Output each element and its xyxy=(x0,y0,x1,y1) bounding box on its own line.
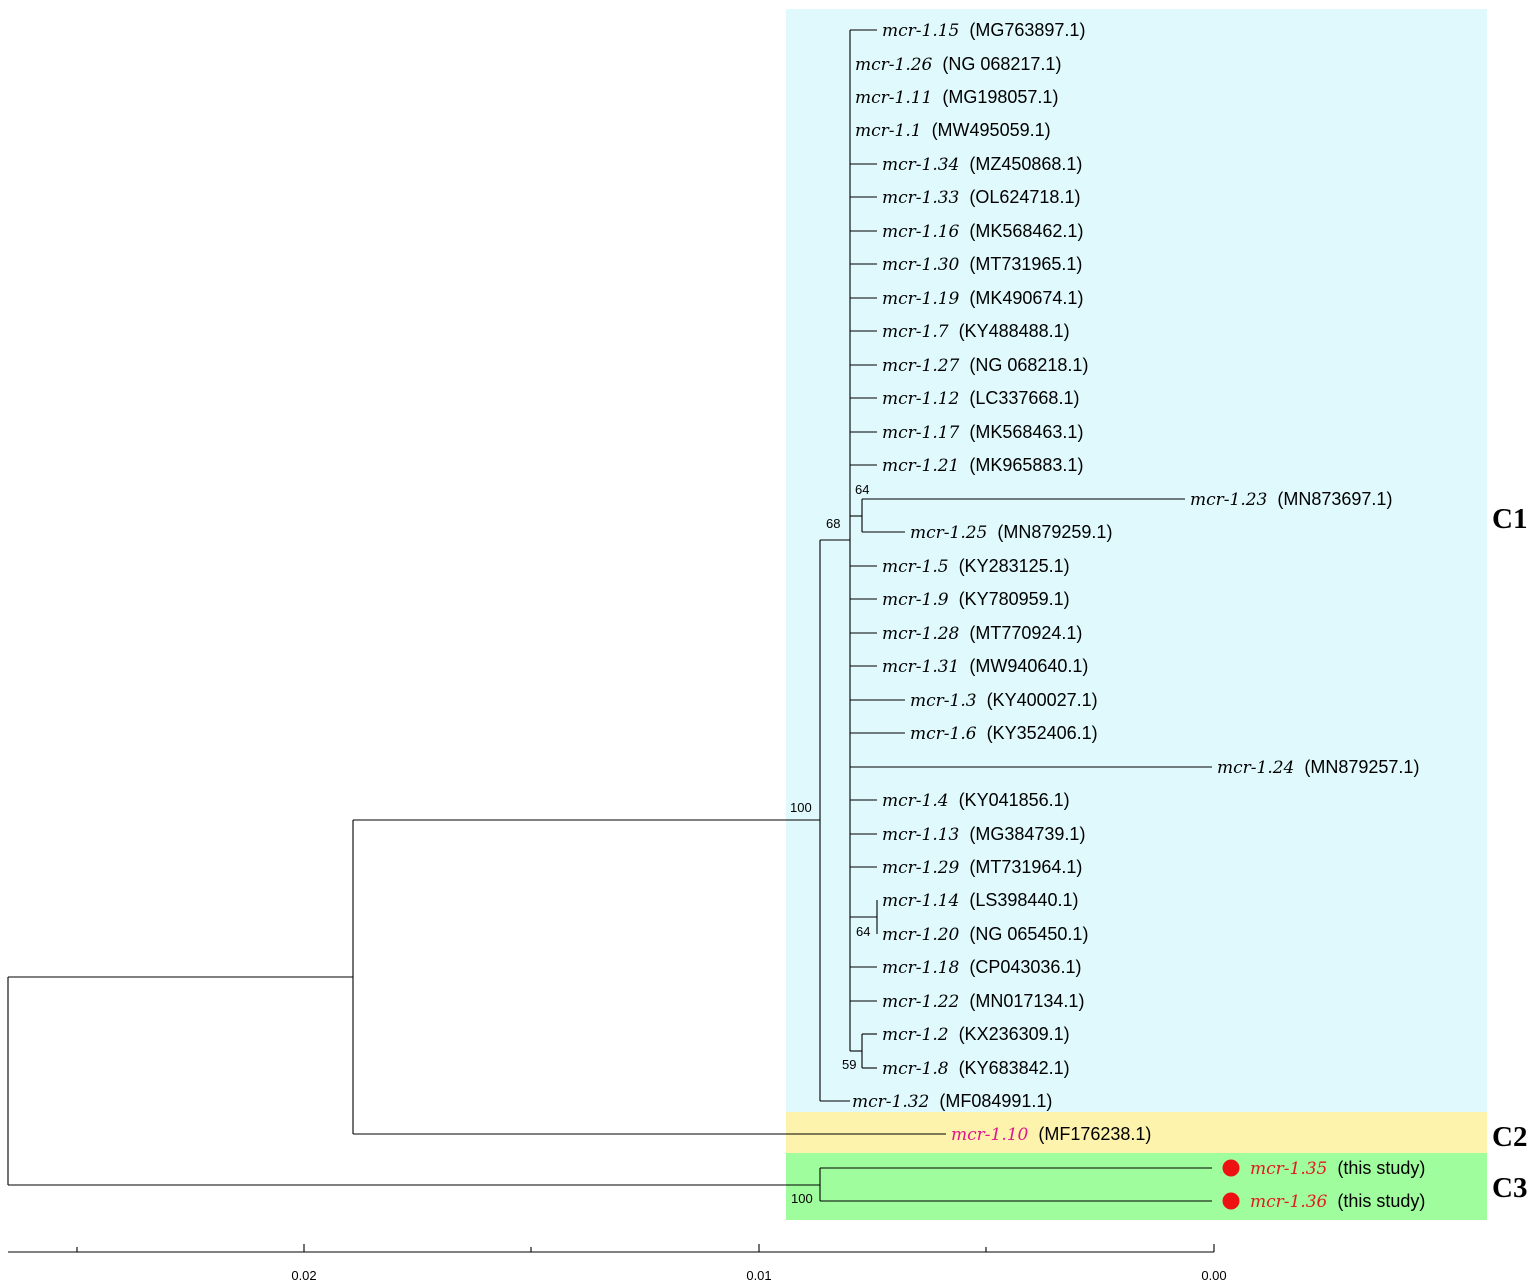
leaf-name-mcr-1-32: mcr-1.32 xyxy=(852,1092,929,1112)
leaf-accession-mcr-1-24: (MN879257.1) xyxy=(1304,757,1419,777)
leaf-accession-mcr-1-4: (KY041856.1) xyxy=(959,790,1070,810)
leaf-name-mcr-1-31: mcr-1.31 xyxy=(882,657,959,677)
support-value-main-polytomy: 68 xyxy=(826,516,840,531)
leaf-name-mcr-1-8: mcr-1.8 xyxy=(882,1059,949,1079)
scale-axis-tick-label: 0.00 xyxy=(1201,1268,1226,1283)
leaf-accession-mcr-1-8: (KY683842.1) xyxy=(959,1058,1070,1078)
leaf-accession-mcr-1-20: (NG 065450.1) xyxy=(969,924,1088,944)
leaf-accession-mcr-1-7: (KY488488.1) xyxy=(959,321,1070,341)
leaf-name-mcr-1-20: mcr-1.20 xyxy=(882,925,960,945)
leaf-accession-mcr-1-32: (MF084991.1) xyxy=(939,1091,1052,1111)
leaf-name-mcr-1-18: mcr-1.18 xyxy=(882,958,960,978)
leaf-name-mcr-1-19: mcr-1.19 xyxy=(882,289,960,309)
support-value-mcr-1-23-mcr-1-25: 64 xyxy=(855,482,869,497)
leaf-accession-mcr-1-1: (MW495059.1) xyxy=(932,120,1051,140)
leaf-accession-mcr-1-35: (this study) xyxy=(1337,1158,1425,1178)
leaf-accession-mcr-1-16: (MK568462.1) xyxy=(969,221,1083,241)
leaf-name-mcr-1-29: mcr-1.29 xyxy=(882,858,960,878)
c3-background xyxy=(786,1153,1487,1220)
leaf-name-mcr-1-26: mcr-1.26 xyxy=(855,55,933,75)
leaf-name-mcr-1-3: mcr-1.3 xyxy=(910,691,977,711)
leaf-accession-mcr-1-27: (NG 068218.1) xyxy=(969,355,1088,375)
leaf-accession-mcr-1-22: (MN017134.1) xyxy=(969,991,1084,1011)
leaf-name-mcr-1-34: mcr-1.34 xyxy=(882,155,959,175)
support-value-c3: 100 xyxy=(791,1191,813,1206)
leaf-name-mcr-1-1: mcr-1.1 xyxy=(855,121,922,141)
support-value-c1: 100 xyxy=(790,800,812,815)
leaf-name-mcr-1-6: mcr-1.6 xyxy=(910,724,977,744)
leaf-accession-mcr-1-30: (MT731965.1) xyxy=(969,254,1082,274)
leaf-labels: mcr-1.15 (MG763897.1) mcr-1.26 (NG 068217.1… xyxy=(852,20,1425,1212)
leaf-accession-mcr-1-12: (LC337668.1) xyxy=(969,388,1079,408)
leaf-name-mcr-1-25: mcr-1.25 xyxy=(910,523,987,543)
leaf-accession-mcr-1-31: (MW940640.1) xyxy=(969,656,1088,676)
leaf-name-mcr-1-35: mcr-1.35 xyxy=(1250,1159,1327,1179)
leaf-name-mcr-1-36: mcr-1.36 xyxy=(1250,1192,1328,1212)
leaf-accession-mcr-1-17: (MK568463.1) xyxy=(969,422,1083,442)
leaf-accession-mcr-1-3: (KY400027.1) xyxy=(987,690,1098,710)
tree-branches xyxy=(7,29,1212,1202)
leaf-name-mcr-1-5: mcr-1.5 xyxy=(882,557,949,577)
leaf-accession-mcr-1-6: (KY352406.1) xyxy=(987,723,1098,743)
leaf-name-mcr-1-7: mcr-1.7 xyxy=(882,322,949,342)
this-study-marker-icon xyxy=(1222,1192,1240,1210)
leaf-accession-mcr-1-13: (MG384739.1) xyxy=(969,824,1085,844)
leaf-accession-mcr-1-21: (MK965883.1) xyxy=(969,455,1083,475)
leaf-accession-mcr-1-14: (LS398440.1) xyxy=(969,890,1078,910)
leaf-name-mcr-1-2: mcr-1.2 xyxy=(882,1025,949,1045)
leaf-name-mcr-1-11: mcr-1.11 xyxy=(855,88,932,108)
leaf-accession-mcr-1-28: (MT770924.1) xyxy=(969,623,1082,643)
leaf-accession-mcr-1-23: (MN873697.1) xyxy=(1277,489,1392,509)
leaf-accession-mcr-1-5: (KY283125.1) xyxy=(959,556,1070,576)
scale-axis: 0.02 0.01 0.00 xyxy=(8,1244,1227,1283)
leaf-name-mcr-1-33: mcr-1.33 xyxy=(882,188,959,208)
leaf-accession-mcr-1-18: (CP043036.1) xyxy=(969,957,1081,977)
leaf-accession-mcr-1-34: (MZ450868.1) xyxy=(969,154,1082,174)
leaf-name-mcr-1-9: mcr-1.9 xyxy=(882,590,949,610)
c1-background xyxy=(786,9,1487,1112)
leaf-name-mcr-1-24: mcr-1.24 xyxy=(1217,758,1294,778)
leaf-name-mcr-1-22: mcr-1.22 xyxy=(882,992,959,1012)
leaf-accession-mcr-1-15: (MG763897.1) xyxy=(969,20,1085,40)
leaf-name-mcr-1-4: mcr-1.4 xyxy=(882,791,949,811)
clade-label-c1: C1 xyxy=(1492,503,1527,535)
leaf-name-mcr-1-13: mcr-1.13 xyxy=(882,825,959,845)
scale-axis-tick-label: 0.02 xyxy=(291,1268,316,1283)
leaf-name-mcr-1-16: mcr-1.16 xyxy=(882,222,960,242)
leaf-accession-mcr-1-11: (MG198057.1) xyxy=(942,87,1058,107)
leaf-name-mcr-1-12: mcr-1.12 xyxy=(882,389,959,409)
leaf-name-mcr-1-30: mcr-1.30 xyxy=(882,255,960,275)
leaf-accession-mcr-1-2: (KX236309.1) xyxy=(959,1024,1070,1044)
leaf-accession-mcr-1-10: (MF176238.1) xyxy=(1038,1124,1151,1144)
support-value-mcr-1-2-mcr-1-8: 59 xyxy=(842,1057,856,1072)
bootstrap-support-labels: 64 68 100 64 59 100 xyxy=(790,482,870,1206)
leaf-accession-mcr-1-9: (KY780959.1) xyxy=(959,589,1070,609)
leaf-accession-mcr-1-26: (NG 068217.1) xyxy=(942,54,1061,74)
leaf-accession-mcr-1-25: (MN879259.1) xyxy=(997,522,1112,542)
leaf-name-mcr-1-21: mcr-1.21 xyxy=(882,456,959,476)
leaf-accession-mcr-1-29: (MT731964.1) xyxy=(969,857,1082,877)
leaf-name-mcr-1-14: mcr-1.14 xyxy=(882,891,959,911)
leaf-name-mcr-1-23: mcr-1.23 xyxy=(1190,490,1267,510)
leaf-name-mcr-1-28: mcr-1.28 xyxy=(882,624,960,644)
c2-background xyxy=(786,1112,1487,1153)
leaf-name-mcr-1-27: mcr-1.27 xyxy=(882,356,960,376)
this-study-marker-icon xyxy=(1222,1159,1240,1177)
leaf-accession-mcr-1-33: (OL624718.1) xyxy=(969,187,1080,207)
support-value-mcr-1-14-mcr-1-20: 64 xyxy=(856,924,870,939)
leaf-name-mcr-1-15: mcr-1.15 xyxy=(882,21,959,41)
clade-label-c3: C3 xyxy=(1492,1172,1527,1204)
clade-label-c2: C2 xyxy=(1492,1121,1527,1153)
scale-axis-tick-label: 0.01 xyxy=(746,1268,771,1283)
leaf-accession-mcr-1-36: (this study) xyxy=(1337,1191,1425,1211)
leaf-name-mcr-1-17: mcr-1.17 xyxy=(882,423,960,443)
leaf-name-mcr-1-10: mcr-1.10 xyxy=(951,1125,1029,1145)
leaf-accession-mcr-1-19: (MK490674.1) xyxy=(969,288,1083,308)
